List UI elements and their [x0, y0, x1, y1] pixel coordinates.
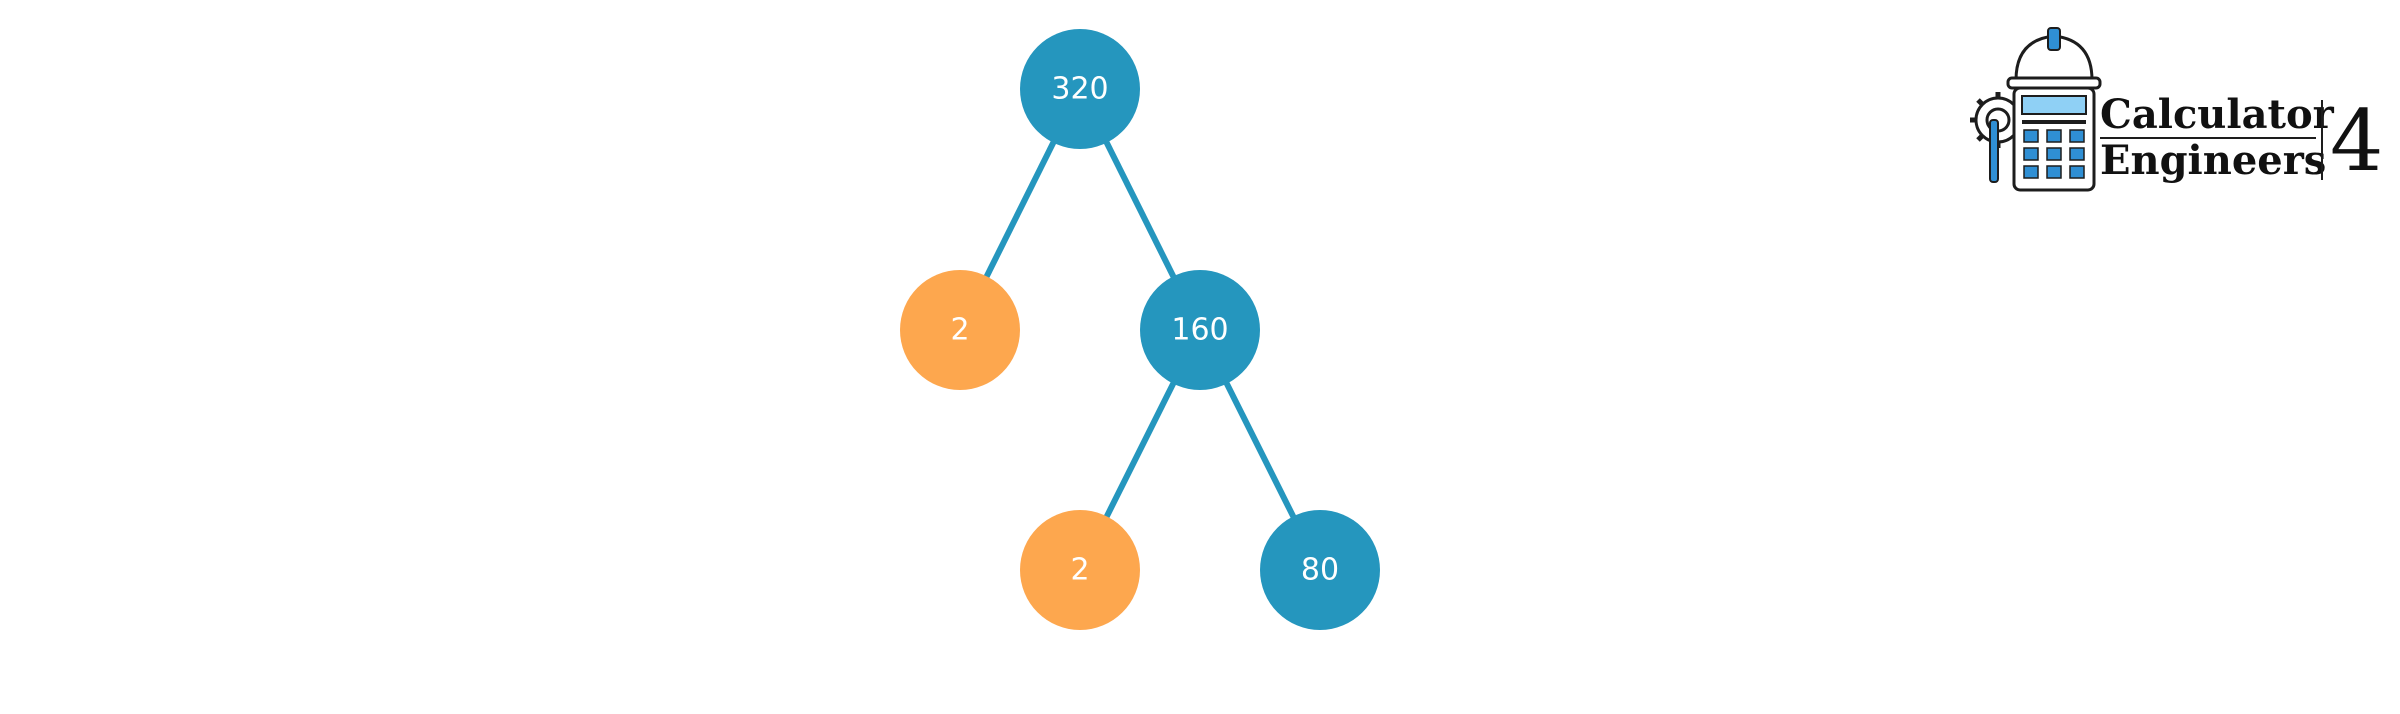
logo-line2: Engineers: [2100, 137, 2326, 184]
tree-node-circle: [1140, 270, 1260, 390]
tree-node-circle: [1020, 510, 1140, 630]
tree-node-prime: 2: [900, 270, 1020, 390]
tree-node-label: 2: [950, 313, 969, 348]
tree-node-circle: [900, 270, 1020, 390]
logo-line1: Calculator: [2100, 91, 2335, 138]
logo-number: 4: [2330, 92, 2383, 190]
calculator-hardhat-icon: [1970, 27, 2102, 192]
tree-node-label: 2: [1070, 553, 1089, 588]
tree-node-label: 80: [1301, 553, 1339, 588]
tree-node-label: 320: [1051, 72, 1108, 107]
tree-node-circle: [1260, 510, 1380, 630]
tree-node-label: 160: [1171, 313, 1228, 348]
tree-node-prime: 2: [1020, 510, 1140, 630]
tree-node-composite: 320: [1020, 29, 1140, 149]
tree-node-circle: [1020, 29, 1140, 149]
tree-node-composite: 160: [1140, 270, 1260, 390]
tree-node-composite: 80: [1260, 510, 1380, 630]
tree-nodes: 320 2 160 2 80: [900, 29, 1380, 630]
calculator4engineers-logo: Calculator Engineers 4: [1970, 27, 2383, 192]
